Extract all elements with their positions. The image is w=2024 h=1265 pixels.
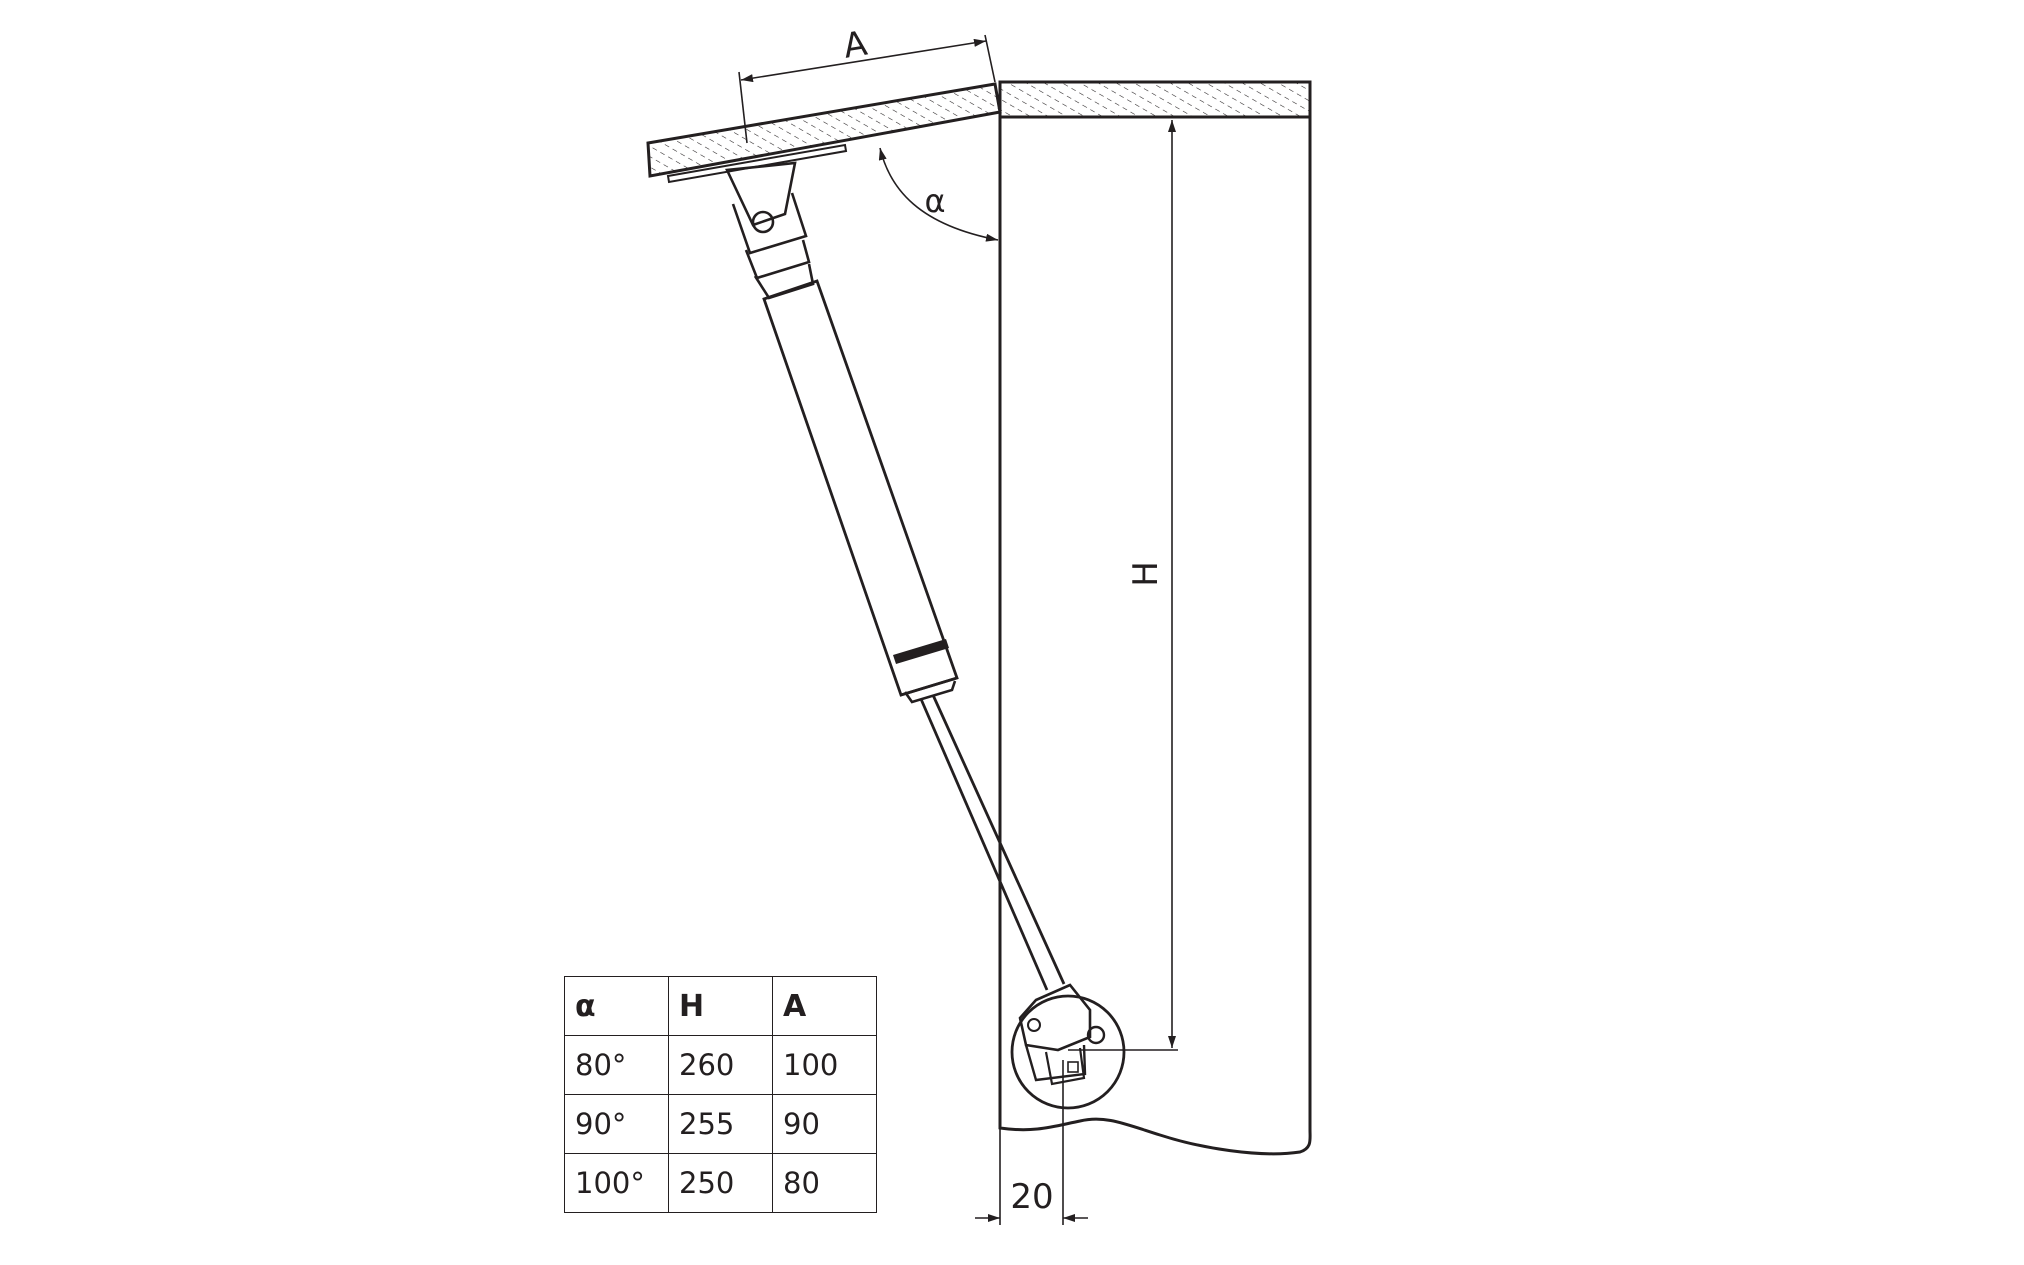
lid-mount-plate [666, 143, 848, 184]
strut-cylinder-band [893, 639, 949, 664]
table-cell: 90° [564, 1094, 669, 1154]
dimension-H-label: H [1126, 561, 1166, 587]
table-cell: 250 [668, 1153, 773, 1213]
table-cell: 80° [564, 1035, 669, 1095]
angle-alpha-label: α [924, 182, 945, 220]
table-cell: 90 [772, 1094, 877, 1154]
piston-rod-right [931, 694, 1066, 985]
dimensions-table: α H A 80° 260 100 90° 255 90 100° 250 80 [564, 976, 877, 1213]
table-row: 90° 255 90 [564, 1094, 877, 1154]
table-header-H: H [668, 976, 773, 1036]
dimension-20-label: 20 [1010, 1177, 1053, 1217]
dimension-A-label: A [841, 24, 870, 67]
upper-end-fitting [731, 192, 808, 255]
upper-hinge-bracket [725, 161, 797, 227]
cabinet-side-panel [998, 117, 1312, 1156]
table-cell: 100 [772, 1035, 877, 1095]
angle-alpha: α [878, 147, 999, 242]
piston-rod-left [919, 698, 1049, 991]
table-cell: 260 [668, 1035, 773, 1095]
table-header-alpha: α [564, 976, 669, 1036]
cabinet-top-board [998, 80, 1312, 119]
upper-pivot-pin [751, 210, 775, 234]
table-row: 80° 260 100 [564, 1035, 877, 1095]
lid-board [646, 82, 1002, 178]
table-header-row: α H A [564, 976, 877, 1036]
table-cell: 100° [564, 1153, 669, 1213]
table-header-A: A [772, 976, 877, 1036]
table-row: 100° 250 80 [564, 1153, 877, 1213]
gas-strut [725, 161, 1126, 1110]
strut-cylinder [762, 279, 959, 697]
dimension-20: 20 [975, 1060, 1088, 1225]
table-cell: 80 [772, 1153, 877, 1213]
lower-end-fitting [1018, 983, 1092, 1052]
lower-mount-circle [1010, 994, 1126, 1110]
table-cell: 255 [668, 1094, 773, 1154]
dimension-H: H [1068, 120, 1178, 1051]
